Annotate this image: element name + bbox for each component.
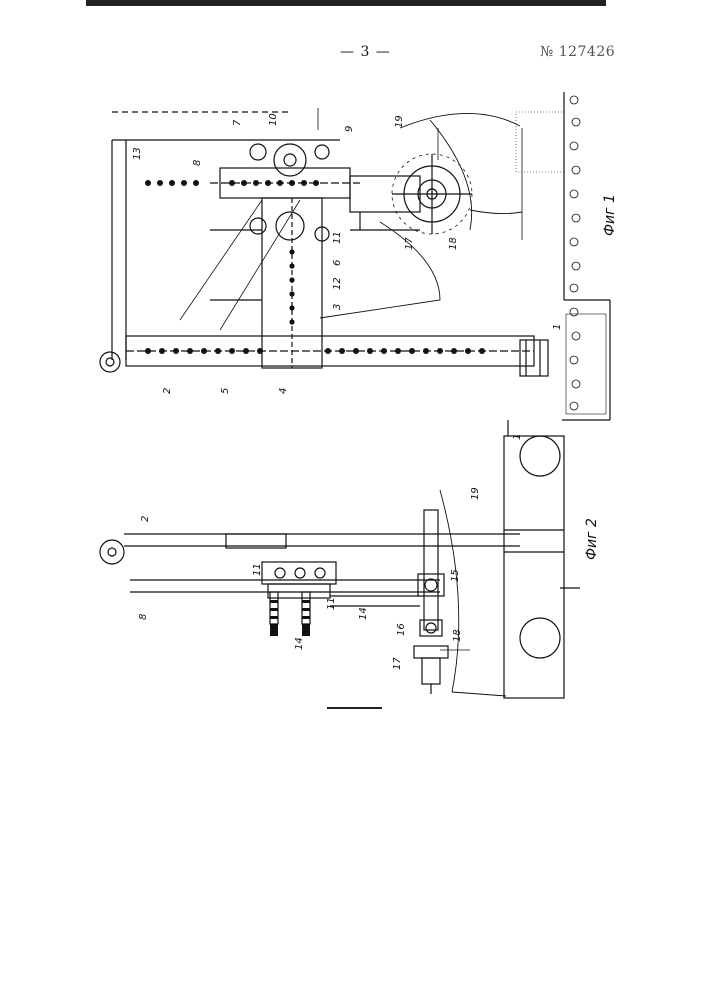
fig1-label-2: 2 <box>162 388 173 394</box>
fig1-label-12: 12 <box>332 277 343 290</box>
fig1-label-6: 6 <box>332 260 343 266</box>
fig1-label-4: 4 <box>278 388 289 394</box>
soil-texture <box>570 96 580 410</box>
fig2-label-11b: 11 <box>326 597 337 610</box>
fig2-label-14a: 14 <box>294 637 305 650</box>
fig1-label-1: 1 <box>552 324 563 330</box>
fig1-label-5: 5 <box>220 388 231 394</box>
fig1-label-10: 10 <box>268 113 279 126</box>
fig2-label-15: 15 <box>450 569 461 582</box>
fig2-label-17: 17 <box>392 657 403 670</box>
fig1-label-13: 13 <box>132 147 143 160</box>
fig1-label-3: 3 <box>332 304 343 310</box>
fig2-label-19: 19 <box>470 487 481 500</box>
figure-2 <box>100 420 580 698</box>
fig1-label-17: 17 <box>404 237 415 250</box>
fig1-label-11: 11 <box>332 231 343 244</box>
fig2-label-16: 16 <box>396 623 407 636</box>
fig2-label-14b: 14 <box>358 607 369 620</box>
end-rule <box>327 707 382 709</box>
fig1-caption: Фиг 1 <box>602 194 618 236</box>
figure-1 <box>100 92 610 420</box>
column-holes <box>145 180 485 354</box>
fig2-caption: Фиг 2 <box>584 518 600 560</box>
stud-threads <box>270 600 310 636</box>
fig1-label-19: 19 <box>394 115 405 128</box>
fig2-label-8: 8 <box>138 614 149 620</box>
fig1-label-18: 18 <box>448 237 459 250</box>
fig1-label-8: 8 <box>192 160 203 166</box>
fig1-label-9: 9 <box>344 126 355 132</box>
fig2-label-18: 18 <box>452 629 463 642</box>
fig1-label-7: 7 <box>232 119 243 126</box>
fig2-label-11a: 11 <box>252 563 263 576</box>
fig2-label-1: 1 <box>512 434 523 440</box>
fig2-label-2: 2 <box>140 516 151 522</box>
